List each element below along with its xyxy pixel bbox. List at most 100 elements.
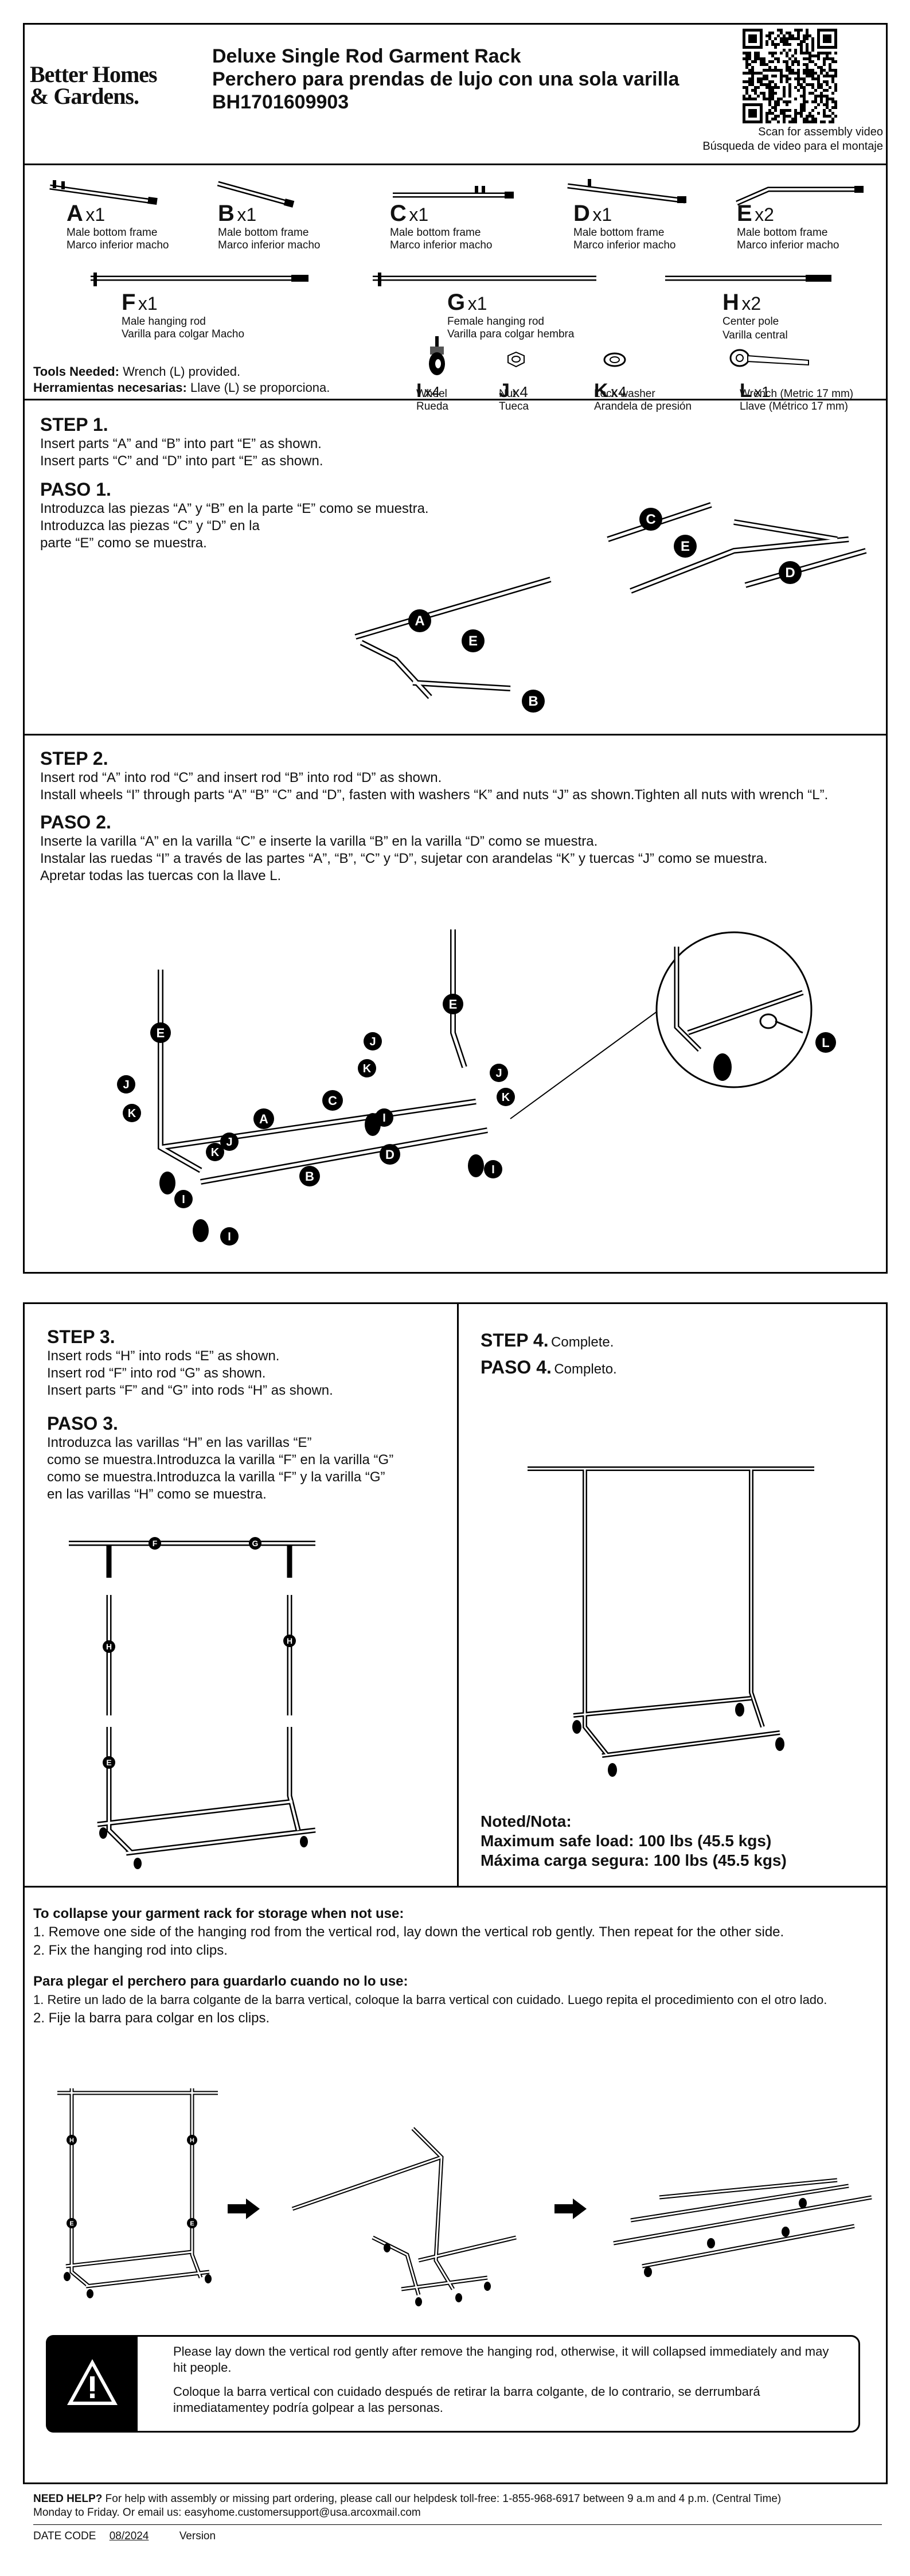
part-c-qty: x1 bbox=[409, 204, 429, 225]
step2-line3-es: Apretar todas las tuercas con la llave L… bbox=[40, 868, 282, 884]
step4-title-en: STEP 4. bbox=[481, 1330, 549, 1351]
part-g-name-es: Varilla para colgar hembra bbox=[447, 328, 575, 340]
callout-c: C bbox=[328, 1094, 337, 1108]
callout-i: I bbox=[182, 1193, 185, 1206]
part-a-drawing bbox=[49, 180, 158, 205]
part-l-name-es: Llave (Métrico 17 mm) bbox=[740, 400, 848, 413]
part-c-name-en: Male bottom frame bbox=[390, 227, 481, 239]
help-line-2: Monday to Friday. Or email us: easyhome.… bbox=[33, 2507, 421, 2519]
step2-line1-es: Inserte la varilla “A” en la varilla “C”… bbox=[40, 834, 598, 849]
collapse-title-es: Para plegar el perchero para guardarlo c… bbox=[33, 1974, 408, 1989]
callout-b: B bbox=[528, 694, 538, 709]
qr-code-icon[interactable] bbox=[743, 29, 837, 123]
step4-section bbox=[457, 1302, 888, 1888]
part-b-name-en: Male bottom frame bbox=[218, 227, 309, 239]
brand-logo: Better Homes & Gardens. bbox=[30, 63, 196, 109]
part-e-name-es: Marco inferior macho bbox=[737, 239, 839, 251]
product-title-en: Deluxe Single Rod Garment Rack bbox=[212, 45, 521, 67]
step1-line2-es: Introduzca las piezas “C” y “D” en la bbox=[40, 518, 260, 534]
part-i-name-en: Wheel bbox=[416, 388, 447, 400]
qr-caption: Scan for assembly video Búsqueda de vide… bbox=[688, 125, 883, 154]
part-d-drawing bbox=[567, 179, 686, 204]
collapse-line2-en: 2. Fix the hanging rod into clips. bbox=[33, 1943, 228, 1958]
part-a: A x1 Male bottom frame Marco inferior ma… bbox=[67, 201, 210, 252]
part-b-drawing bbox=[217, 181, 295, 208]
part-h-drawing bbox=[665, 275, 831, 282]
part-a-letter: A bbox=[67, 201, 83, 226]
step2-line1-en: Insert rod “A” into rod “C” and insert r… bbox=[40, 770, 442, 785]
part-k: K x4 bbox=[594, 380, 669, 402]
part-i-qty: x4 bbox=[424, 383, 440, 400]
warning-text: Please lay down the vertical rod gently … bbox=[173, 2344, 844, 2416]
step4-text-en: Complete. bbox=[551, 1334, 614, 1350]
part-c-name-es: Marco inferior macho bbox=[390, 239, 493, 251]
part-b-name-es: Marco inferior macho bbox=[218, 239, 321, 251]
part-d-name-en: Male bottom frame bbox=[573, 227, 665, 239]
lock-washer-icon bbox=[603, 352, 626, 367]
callout-b: B bbox=[305, 1169, 314, 1184]
tools-label-es: Herramientas necesarias: bbox=[33, 380, 187, 395]
part-g-drawing bbox=[373, 273, 596, 286]
collapse-line2-es: 2. Fije la barra para colgar en los clip… bbox=[33, 2010, 270, 2026]
callout-h: H bbox=[106, 1642, 112, 1651]
part-a-name-es: Marco inferior macho bbox=[67, 239, 169, 251]
part-h-letter: H bbox=[722, 290, 739, 315]
step3-line4-es: en las varillas “H” como se muestra. bbox=[47, 1487, 267, 1502]
part-e-drawing bbox=[736, 186, 864, 206]
tools-needed: Tools Needed: Wrench (L) provided. Herra… bbox=[33, 364, 412, 396]
part-g-qty: x1 bbox=[467, 293, 487, 314]
step1-section bbox=[23, 400, 888, 736]
part-k-names: Lock washer Arandela de presión bbox=[594, 388, 692, 413]
callout-h: H bbox=[190, 2137, 194, 2144]
callout-k: K bbox=[211, 1146, 220, 1159]
part-l-name-en: Wrench (Metric 17 mm) bbox=[740, 388, 854, 400]
part-d: D x1 Male bottom frame Marco inferior ma… bbox=[573, 201, 717, 252]
step2-frame-diagram: E E A C B D J K I I J K J K I J K I bbox=[117, 929, 515, 1246]
step1-line2-en: Insert parts “C” and “D” into part “E” a… bbox=[40, 453, 323, 469]
callout-e: E bbox=[106, 1758, 111, 1767]
part-f-name-es: Varilla para colgar Macho bbox=[122, 328, 245, 340]
part-k-name-en: Lock washer bbox=[594, 388, 655, 400]
part-k-letter: K bbox=[594, 380, 608, 402]
collapse-diagram-2 bbox=[291, 2127, 517, 2306]
part-c-drawing bbox=[393, 186, 514, 199]
help-line-1: For help with assembly or missing part o… bbox=[105, 2493, 782, 2505]
callout-e: E bbox=[449, 997, 458, 1011]
nut-icon bbox=[507, 351, 525, 368]
callout-j: J bbox=[226, 1136, 232, 1149]
product-title-es: Perchero para prendas de lujo con una so… bbox=[212, 68, 679, 90]
part-g-name-en: Female hanging rod bbox=[447, 316, 544, 328]
callout-a: A bbox=[415, 613, 424, 629]
step3-line1-en: Insert rods “H” into rods “E” as shown. bbox=[47, 1348, 280, 1364]
collapse-title-en: To collapse your garment rack for storag… bbox=[33, 1906, 404, 1921]
step1-line1-es: Introduzca las piezas “A” y “B” en la pa… bbox=[40, 501, 429, 516]
callout-a: A bbox=[259, 1112, 268, 1126]
collapse-line1-es: 1. Retire un lado de la barra colgante d… bbox=[33, 1993, 827, 2007]
step2-line2-en: Install wheels “I” through parts “A” “B”… bbox=[40, 787, 829, 803]
callout-g: G bbox=[252, 1539, 259, 1548]
help-label: NEED HELP? bbox=[33, 2493, 103, 2505]
arrow-right-icon bbox=[554, 2198, 587, 2219]
callout-h: H bbox=[69, 2137, 74, 2144]
collapse-line1-en: 1. Remove one side of the hanging rod fr… bbox=[33, 1924, 784, 1940]
brand-line-2: & Gardens. bbox=[30, 83, 139, 109]
part-l: L x1 bbox=[740, 380, 814, 402]
part-j-letter: J bbox=[499, 380, 510, 402]
step1-line1-en: Insert parts “A” and “B” into part “E” a… bbox=[40, 436, 322, 452]
collapse-diagram-3 bbox=[613, 2178, 872, 2277]
part-l-letter: L bbox=[740, 380, 752, 402]
wheel-icon bbox=[429, 336, 445, 375]
part-g: G x1 Female hanging rod Varilla para col… bbox=[447, 290, 619, 341]
callout-k: K bbox=[363, 1063, 372, 1075]
note-title: Noted/Nota: bbox=[481, 1812, 572, 1830]
step4-text: STEP 4. Complete. PASO 4. Completo. bbox=[481, 1330, 870, 1378]
part-b-letter: B bbox=[218, 201, 235, 226]
callout-l: L bbox=[822, 1036, 829, 1050]
step4-text-es: Completo. bbox=[554, 1361, 617, 1377]
tools-label-en: Tools Needed: bbox=[33, 364, 119, 379]
header-section bbox=[23, 23, 888, 165]
warning-en: Please lay down the vertical rod gently … bbox=[173, 2344, 829, 2375]
step3-line2-en: Insert rod “F” into rod “G” as shown. bbox=[47, 1365, 266, 1381]
wrench-icon bbox=[729, 349, 809, 367]
part-k-qty: x4 bbox=[611, 383, 627, 400]
